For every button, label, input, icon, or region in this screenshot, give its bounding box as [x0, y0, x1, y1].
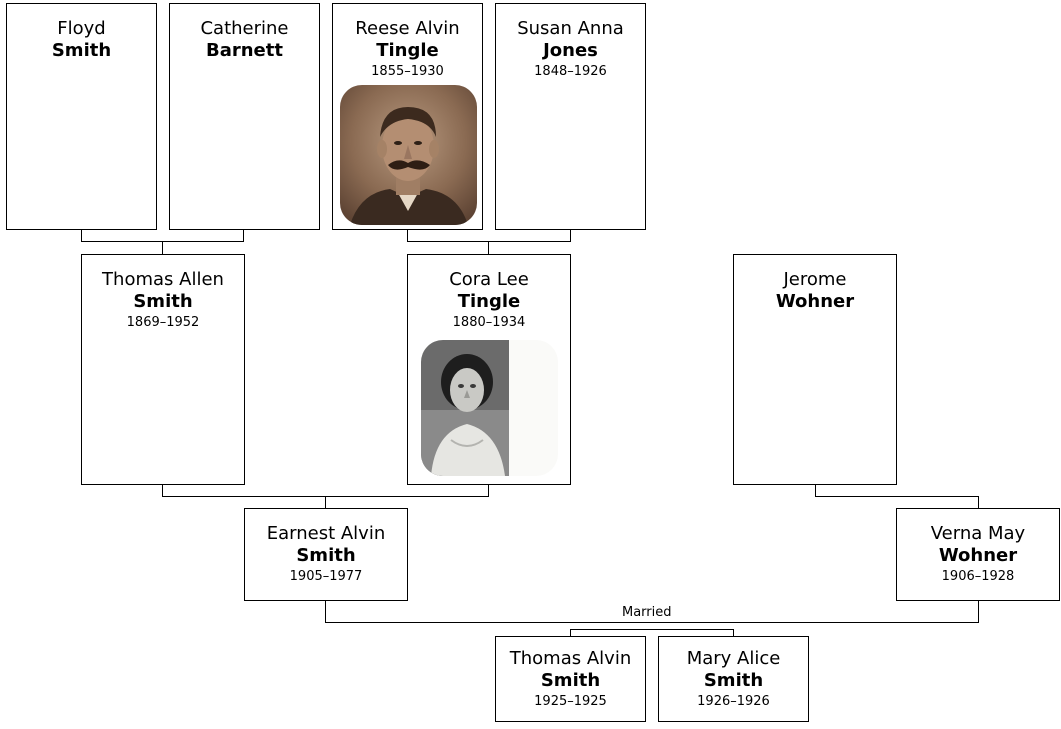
- person-card-jerome-wohner[interactable]: Jerome Wohner: [733, 254, 897, 485]
- bw-portrait-image: [421, 340, 558, 476]
- portrait-photo[interactable]: [421, 340, 558, 476]
- person-card-catherine-barnett[interactable]: Catherine Barnett: [169, 3, 320, 230]
- life-dates: 1905–1977: [289, 569, 363, 584]
- person-card-mary-alice-smith[interactable]: Mary Alice Smith 1926–1926: [658, 636, 809, 722]
- surname: Tingle: [457, 291, 521, 312]
- surname: Smith: [540, 670, 601, 691]
- sepia-portrait-image: [340, 85, 477, 225]
- given-name: Earnest Alvin: [266, 523, 386, 544]
- person-card-thomas-alvin-smith[interactable]: Thomas Alvin Smith 1925–1925: [495, 636, 646, 722]
- surname: Barnett: [206, 40, 283, 61]
- person-card-thomas-allen-smith[interactable]: Thomas Allen Smith 1869–1952: [81, 254, 245, 485]
- connector-earnest-parents: [162, 484, 489, 509]
- surname: Smith: [703, 670, 764, 691]
- surname: Smith: [51, 40, 112, 61]
- given-name: Mary Alice: [686, 648, 781, 669]
- given-name: Thomas Alvin: [509, 648, 632, 669]
- surname: Smith: [296, 545, 356, 566]
- life-dates: 1869–1952: [126, 315, 200, 330]
- person-card-verna-wohner[interactable]: Verna May Wohner 1906–1928: [896, 508, 1060, 601]
- surname: Tingle: [376, 40, 439, 61]
- person-card-cora-tingle[interactable]: Cora Lee Tingle 1880–1934: [407, 254, 571, 485]
- person-card-reese-tingle[interactable]: Reese Alvin Tingle 1855–1930: [332, 3, 483, 230]
- life-dates: 1906–1928: [941, 569, 1015, 584]
- given-name: Jerome: [783, 269, 847, 290]
- life-dates: 1880–1934: [452, 315, 526, 330]
- life-dates: 1848–1926: [534, 64, 607, 79]
- life-dates: 1855–1930: [371, 64, 444, 79]
- person-card-floyd-smith[interactable]: Floyd Smith: [6, 3, 157, 230]
- connector-children: [570, 629, 734, 637]
- surname: Jones: [543, 40, 598, 61]
- given-name: Verna May: [930, 523, 1026, 544]
- married-label: Married: [622, 605, 672, 620]
- connector-wohner-parent: [815, 484, 979, 509]
- person-card-susan-jones[interactable]: Susan Anna Jones 1848–1926: [495, 3, 646, 230]
- given-name: Thomas Allen: [102, 269, 224, 290]
- surname: Wohner: [938, 545, 1018, 566]
- person-card-earnest-smith[interactable]: Earnest Alvin Smith 1905–1977: [244, 508, 408, 601]
- given-name: Floyd: [57, 18, 106, 39]
- surname: Smith: [133, 291, 193, 312]
- life-dates: 1925–1925: [534, 694, 607, 709]
- given-name: Catherine: [200, 18, 289, 39]
- connector-tingle-parents: [407, 229, 571, 255]
- connector-smith-parents: [81, 229, 244, 255]
- life-dates: 1926–1926: [697, 694, 770, 709]
- given-name: Susan Anna: [517, 18, 624, 39]
- given-name: Cora Lee: [449, 269, 529, 290]
- given-name: Reese Alvin: [355, 18, 460, 39]
- portrait-photo[interactable]: [340, 85, 477, 225]
- surname: Wohner: [775, 291, 855, 312]
- connector-marriage: [325, 600, 979, 623]
